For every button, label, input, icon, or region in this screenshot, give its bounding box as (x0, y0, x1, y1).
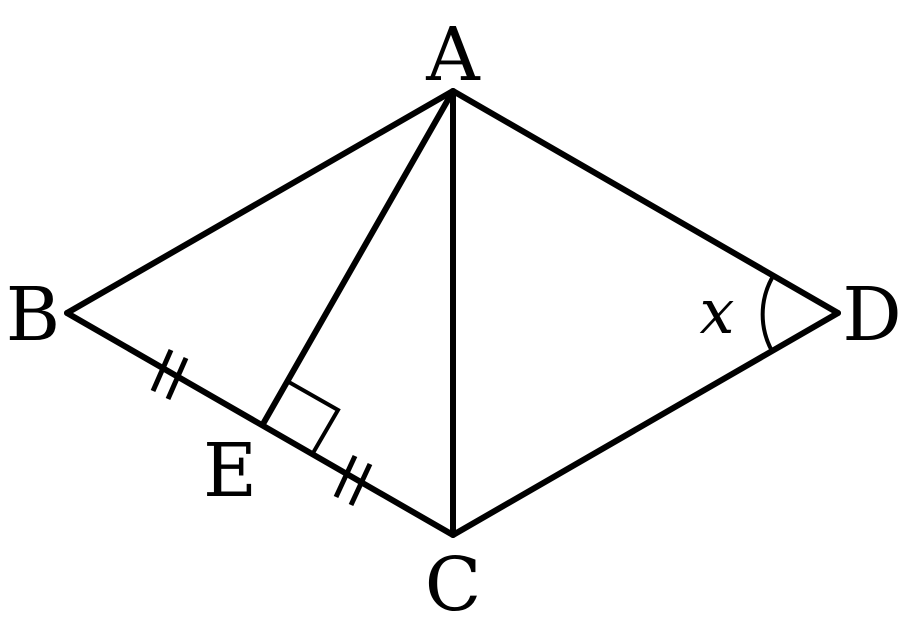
tick-marks-ec (333, 454, 373, 507)
label-c: C (425, 542, 482, 628)
right-angle-marker (286, 379, 341, 455)
angle-arc-d (760, 277, 774, 352)
tick-marks-be (150, 348, 189, 401)
label-d: D (842, 272, 901, 358)
segment-ae (260, 88, 456, 427)
segment-cd (450, 310, 841, 538)
label-a: A (425, 12, 481, 98)
angle-label-x: x (700, 275, 735, 348)
label-e: E (203, 428, 257, 514)
label-b: B (6, 272, 60, 358)
segment-ab (64, 88, 456, 316)
segment-ad (450, 88, 841, 316)
